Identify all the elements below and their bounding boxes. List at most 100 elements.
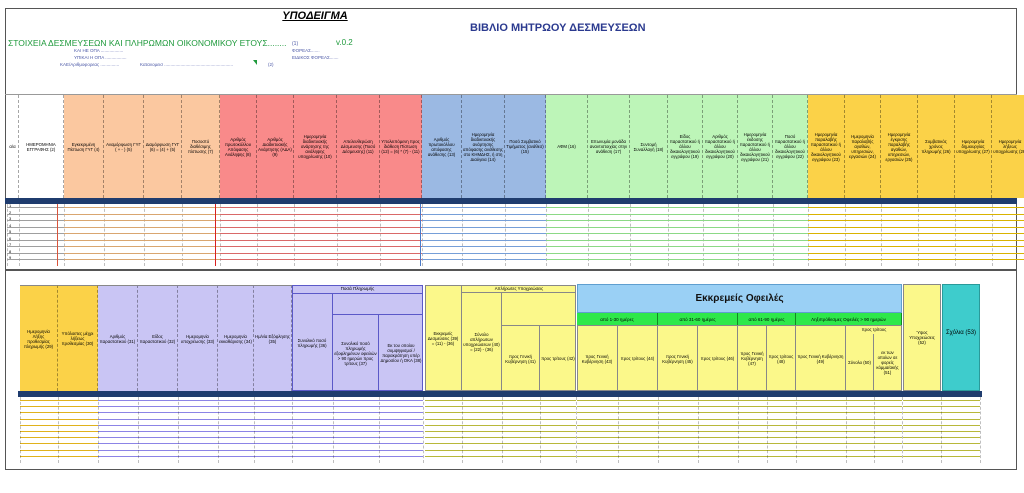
- row-number: 7: [9, 242, 12, 247]
- top-grid-line: [7, 239, 19, 241]
- top-grid-line: [505, 239, 546, 241]
- top-grid-vline: [64, 204, 65, 266]
- top-grid-line: [257, 207, 294, 208]
- bottom-grid-line: [577, 400, 902, 401]
- top-grid-line: [845, 233, 881, 234]
- row-number: 2: [9, 209, 12, 215]
- bottom-grid-vline: [796, 397, 797, 463]
- top-grid-line: [104, 246, 144, 247]
- top-grid-line: [19, 239, 64, 241]
- top-grid-line: [773, 226, 808, 228]
- top-grid-line: [337, 233, 380, 234]
- top-grid-line: [630, 246, 668, 247]
- top-grid-line: [257, 213, 294, 215]
- top-grid-line: [380, 239, 422, 241]
- top-grid-line: [668, 246, 703, 247]
- bottom-grid-line: [292, 455, 423, 457]
- bottom-grid-line: [425, 412, 576, 414]
- top-grid-line: [337, 252, 380, 254]
- top-grid-line: [257, 246, 294, 247]
- top-grid-line: [918, 252, 955, 254]
- top-grid-line: [630, 239, 668, 241]
- bottom-grid-line: [577, 424, 902, 426]
- bottom-grid-line: [292, 449, 423, 451]
- top-grid-line: [7, 220, 19, 221]
- top-grid-vline: [630, 204, 631, 266]
- bottom-grid-vline: [980, 397, 981, 463]
- bottom-grid-line: [903, 400, 980, 401]
- unpaid-total: Σύνολο απλήρωτων υποχρεώσεων (40) = (22)…: [462, 293, 502, 391]
- bottom-grid-vline: [138, 397, 139, 463]
- top-grid-line: [808, 259, 845, 260]
- comments-label: Σχόλια (53): [945, 330, 977, 336]
- top-grid-line: [220, 207, 257, 208]
- top-grid-line: [845, 226, 881, 228]
- bottom-grid-line: [292, 443, 423, 445]
- column-group-separator: [420, 204, 421, 266]
- top-grid-line: [257, 226, 294, 228]
- bottom-grid-line: [903, 437, 980, 439]
- row-number: 3: [9, 216, 12, 221]
- bottom-grid-line: [292, 431, 423, 432]
- top-col-header-10: Απελευθερώση Δέσμευσης (Ποσό Δέσμευσης) …: [337, 95, 380, 198]
- meta-kat-number: (2): [268, 62, 274, 67]
- row-number: 8: [9, 248, 12, 254]
- top-grid-line: [808, 213, 845, 215]
- bottom-grid-vline: [618, 397, 619, 463]
- row-number: 4: [9, 222, 12, 228]
- bottom-grid-vline: [254, 397, 255, 463]
- top-grid-line: [955, 226, 992, 228]
- unpaid-third: προς τρίτους (42): [541, 356, 575, 361]
- top-grid-line: [380, 207, 422, 208]
- top-grid-line: [918, 213, 955, 215]
- bottom-grid-line: [292, 424, 423, 426]
- top-grid-vline: [422, 204, 423, 266]
- top-grid-vline: [294, 204, 295, 266]
- top-grid-line: [422, 207, 462, 208]
- top-grid-line: [505, 246, 546, 247]
- top-grid-line: [19, 259, 64, 260]
- top-grid-line: [144, 252, 182, 254]
- bottom-grid-line: [20, 424, 98, 426]
- bottom-grid-line: [98, 418, 292, 420]
- top-grid-line: [257, 233, 294, 234]
- bottom-grid-line: [98, 443, 292, 445]
- top-grid-line: [588, 220, 630, 221]
- top-grid-line: [64, 213, 104, 215]
- top-grid-line: [182, 259, 220, 260]
- bottom-grid-vline: [874, 397, 875, 463]
- top-grid-line: [808, 226, 845, 228]
- top-grid-line: [668, 233, 703, 234]
- top-grid-line: [294, 252, 337, 254]
- top-grid-line: [881, 233, 918, 234]
- header-divider: [5, 94, 1017, 95]
- bottom-grid-line: [20, 449, 98, 451]
- top-grid-line: [546, 207, 588, 208]
- bottom-col-header-5: Ημερομηνία υποχρέωσης (33): [178, 285, 218, 391]
- bottom-grid-vline: [98, 397, 99, 463]
- top-grid-vline: [588, 204, 589, 266]
- top-grid-line: [845, 207, 881, 208]
- top-grid-line: [422, 220, 462, 221]
- meta-kat: Κατανομεισ .............................…: [140, 62, 234, 67]
- top-grid-line: [294, 259, 337, 260]
- top-grid-line: [19, 207, 64, 208]
- top-grid-line: [257, 259, 294, 260]
- bottom-grid-vline: [379, 397, 380, 463]
- bottom-grid-line: [903, 424, 980, 426]
- top-grid-line: [668, 220, 703, 221]
- top-grid-line: [992, 252, 1024, 254]
- bottom-grid-line: [425, 406, 576, 408]
- top-grid-line: [19, 213, 64, 215]
- top-grid-line: [19, 226, 64, 228]
- bottom-grid-line: [20, 443, 98, 445]
- payments-sub1: Συνολικό ποσό πληρωμής εξοφλημένων οφειλ…: [333, 315, 379, 391]
- top-col-header-13: Ημερομηνία διαδικτυακής ανάρτησης απόφασ…: [462, 95, 505, 198]
- top-grid-line: [845, 220, 881, 221]
- bottom-grid-vline: [941, 397, 942, 463]
- top-grid-line: [881, 259, 918, 260]
- bottom-grid-vline: [58, 397, 59, 463]
- bottom-grid-line: [903, 455, 980, 457]
- top-grid-line: [422, 233, 462, 234]
- top-grid-line: [546, 226, 588, 228]
